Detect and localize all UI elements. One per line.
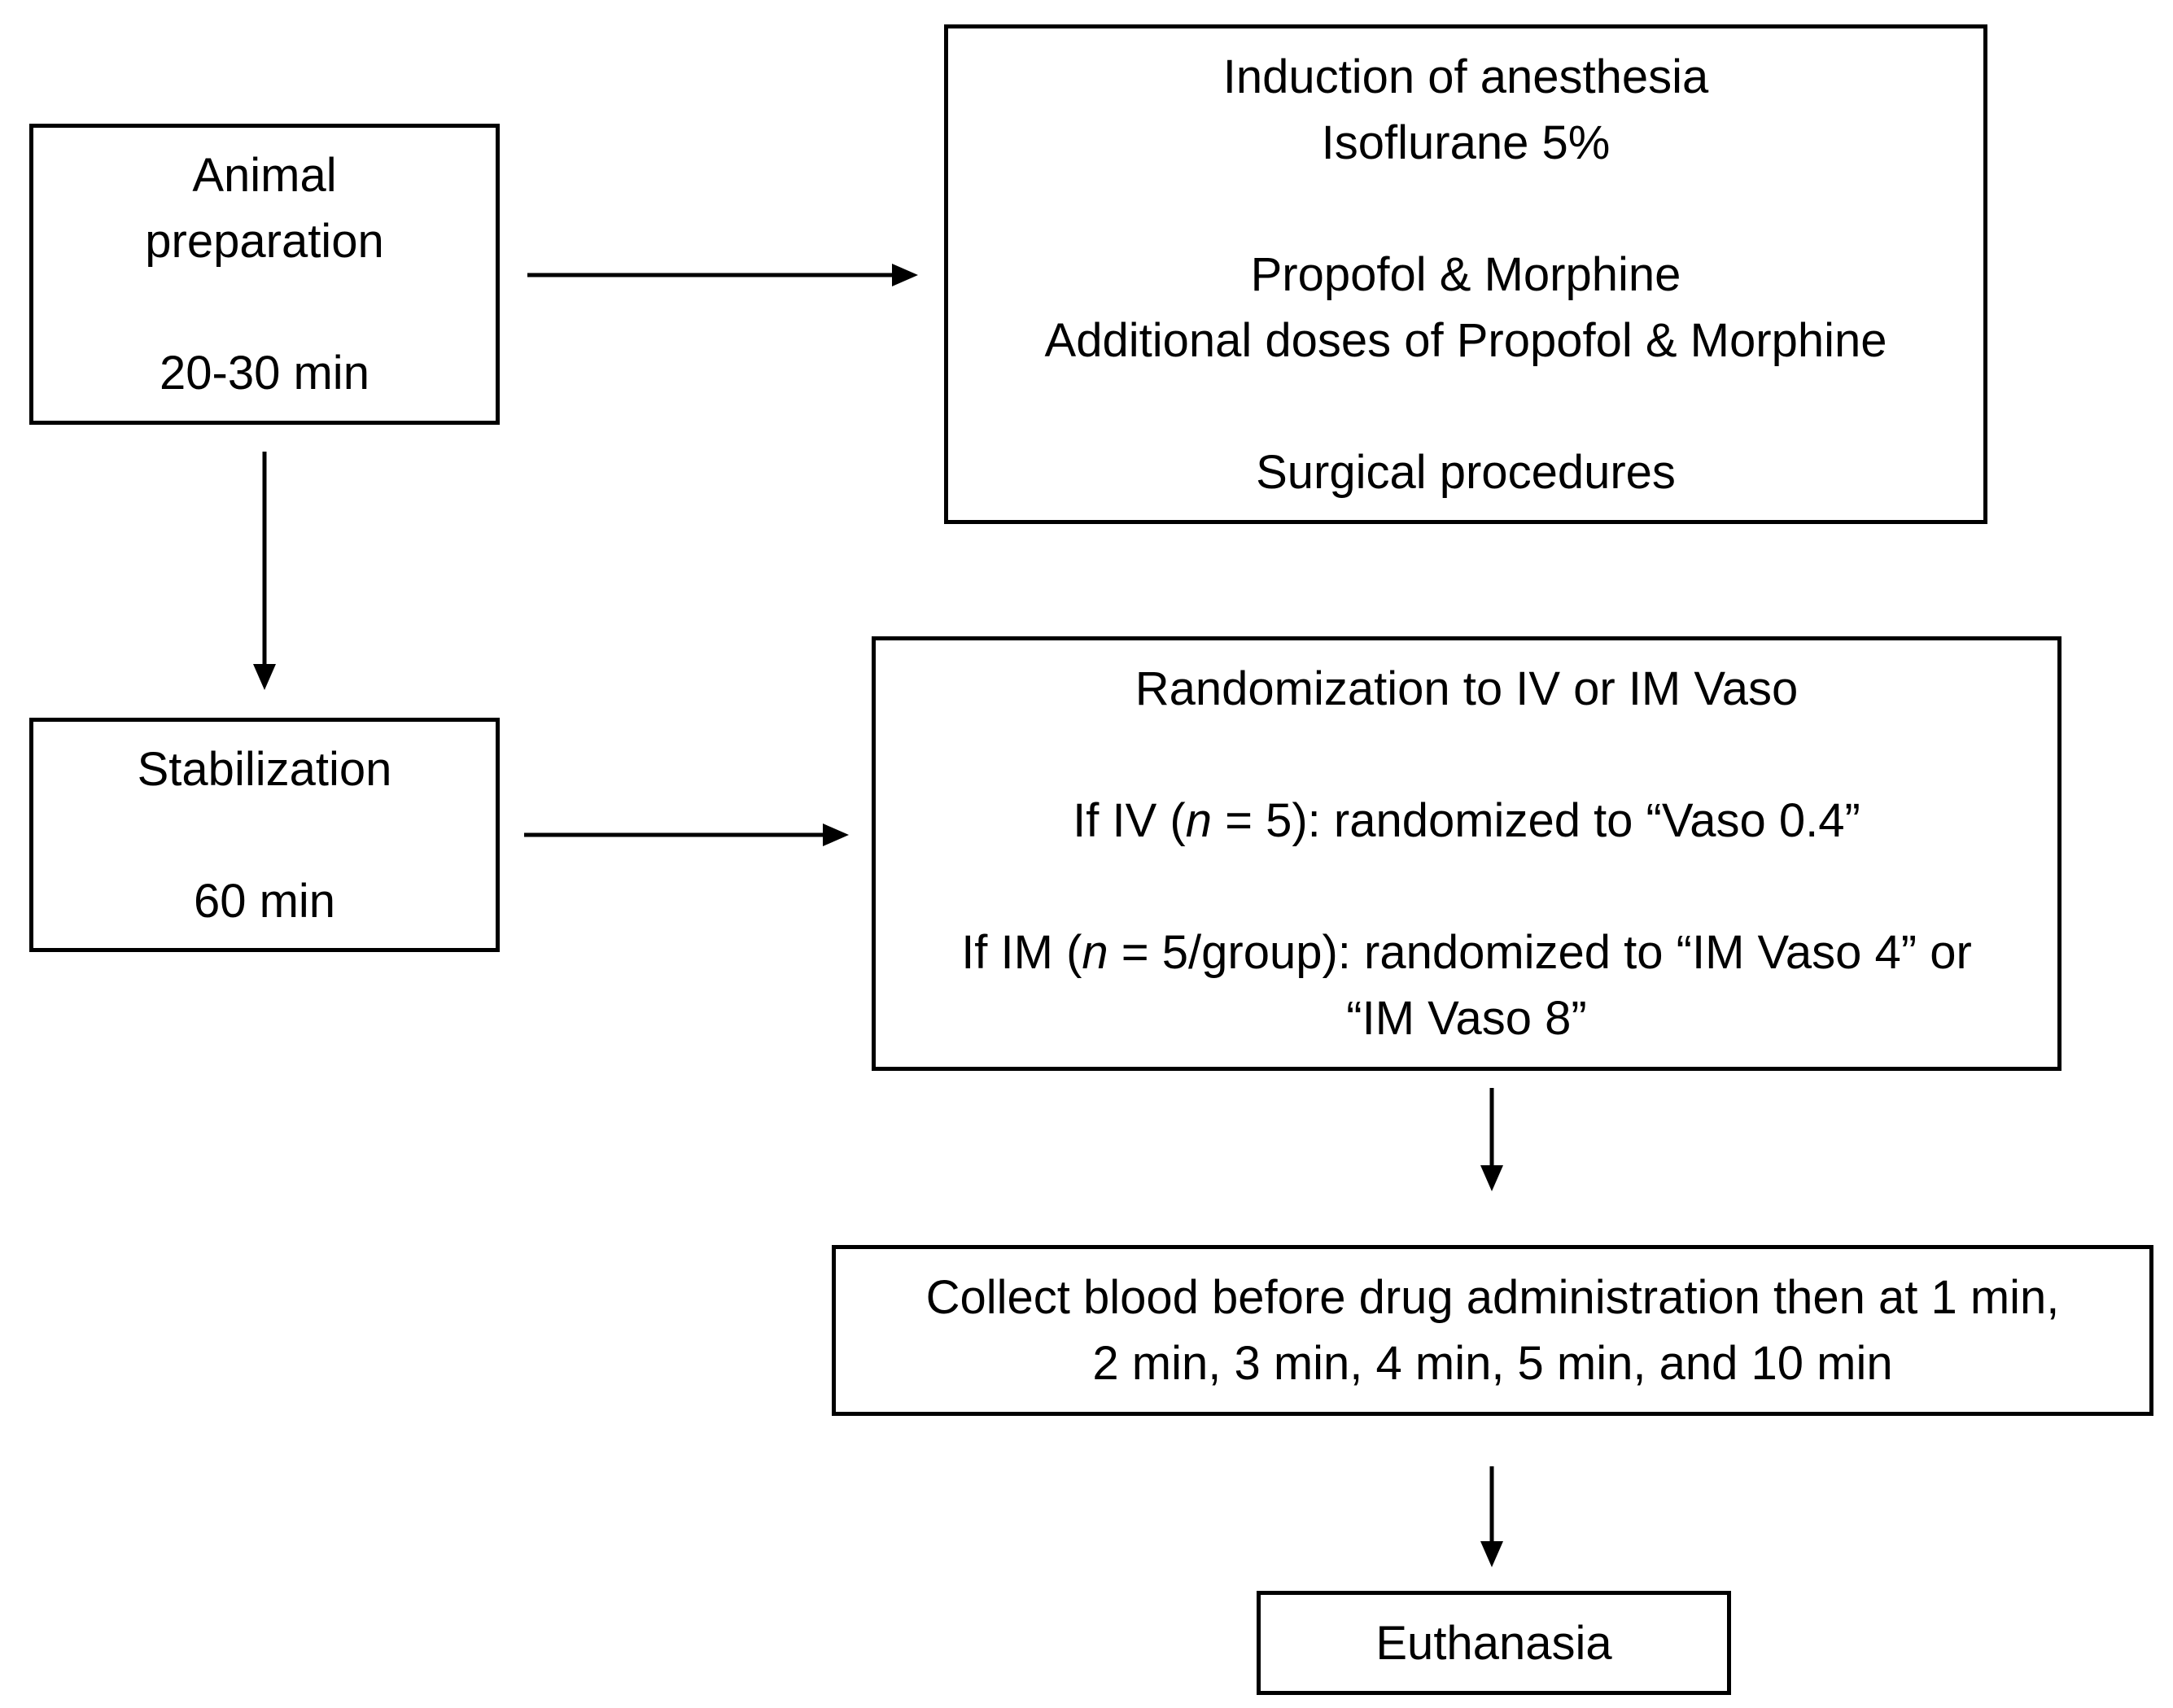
anesthesia-additional-doses: Additional doses of Propofol & Morphine (1044, 313, 1887, 367)
iv-suffix: = 5): randomized to “Vaso 0.4” (1212, 794, 1860, 847)
anesthesia-induction: Induction of anesthesia (1222, 50, 1709, 103)
randomization-im-line: If IM (n = 5/group): randomized to “IM V… (961, 920, 1972, 985)
arrow-randomization-to-collect (1480, 1088, 1503, 1191)
stabilization-duration: 60 min (193, 874, 336, 928)
arrow-stabilization-to-randomization (524, 823, 849, 846)
animal-preparation-box: Animal preparation 20-30 min (29, 124, 500, 425)
anesthesia-surgical-procedures: Surgical procedures (1256, 445, 1676, 499)
animal-prep-line-2: preparation (145, 215, 384, 268)
im-suffix: = 5/group): randomized to “IM Vaso 4” or (1108, 926, 1972, 979)
euthanasia-label: Euthanasia (1375, 1616, 1612, 1670)
arrow-prep-to-anesthesia (527, 264, 918, 286)
arrow-prep-to-stabilization (253, 452, 276, 690)
collect-blood-line-1: Collect blood before drug administration… (925, 1271, 2060, 1324)
animal-prep-duration: 20-30 min (160, 347, 369, 400)
iv-n-symbol: n (1185, 794, 1212, 847)
iv-prefix: If IV ( (1073, 794, 1186, 847)
randomization-title: Randomization to IV or IM Vaso (1135, 662, 1799, 715)
im-prefix: If IM ( (961, 926, 1082, 979)
anesthesia-isoflurane: Isoflurane 5% (1321, 116, 1611, 169)
arrow-collect-to-euthanasia (1480, 1466, 1503, 1567)
anesthesia-box: Induction of anesthesia Isoflurane 5% Pr… (944, 24, 1987, 524)
randomization-im-line-2: “IM Vaso 8” (1346, 992, 1587, 1045)
randomization-box: Randomization to IV or IM Vaso If IV (n … (872, 636, 2062, 1071)
collect-blood-box: Collect blood before drug administration… (832, 1245, 2153, 1416)
randomization-iv-line: If IV (n = 5): randomized to “Vaso 0.4” (1073, 788, 1860, 854)
euthanasia-box: Euthanasia (1257, 1591, 1731, 1695)
stabilization-box: Stabilization 60 min (29, 718, 500, 952)
im-n-symbol: n (1082, 926, 1108, 979)
stabilization-title: Stabilization (137, 742, 392, 796)
animal-prep-line-1: Animal (192, 149, 337, 202)
anesthesia-propofol-morphine: Propofol & Morphine (1250, 247, 1681, 301)
collect-blood-line-2: 2 min, 3 min, 4 min, 5 min, and 10 min (1092, 1337, 1893, 1390)
